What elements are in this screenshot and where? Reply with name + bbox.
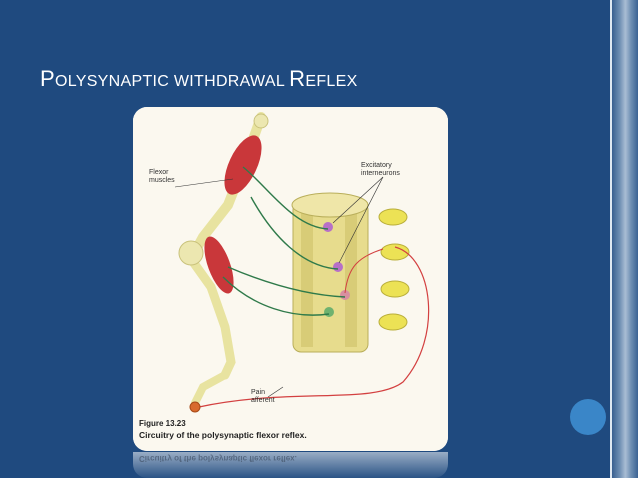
excitatory-label-line1: Excitatory (361, 162, 392, 169)
excitatory-label-line2: interneurons (361, 170, 400, 177)
figure-caption: Circuitry of the polysynaptic flexor ref… (139, 430, 307, 440)
pain-label-line1: Pain (251, 389, 266, 396)
title-cap-2: R (289, 66, 306, 91)
reflex-illustration (133, 107, 448, 451)
flexor-muscles-label: Flexor muscles (149, 169, 175, 185)
title-rest-1: OLYSYNAPTIC WITHDRAWAL (54, 73, 290, 90)
flexor-label-line1: Flexor (149, 169, 169, 176)
pain-afferent-label: Pain afferent (251, 389, 275, 405)
reflex-figure: Flexor muscles Excitatory interneurons P… (133, 107, 448, 451)
title-rest-2: EFLEX (305, 73, 358, 90)
slide-title: POLYSYNAPTIC WITHDRAWAL REFLEX (40, 66, 358, 92)
excitatory-interneurons-label: Excitatory interneurons (361, 162, 400, 178)
flexor-label-line2: muscles (149, 177, 175, 184)
reflection-caption: Circuitry of the polysynaptic flexor ref… (139, 454, 297, 463)
title-cap-1: P (40, 66, 55, 91)
figure-reflection: Circuitry of the polysynaptic flexor ref… (133, 452, 448, 478)
accent-circle (570, 399, 606, 435)
figure-number: Figure 13.23 (139, 419, 186, 428)
right-border-line (610, 0, 612, 478)
pain-label-line2: afferent (251, 397, 275, 404)
right-border-decoration (610, 0, 638, 478)
